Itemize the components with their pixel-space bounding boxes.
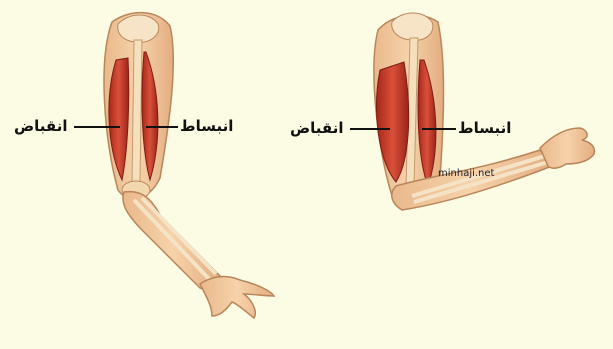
extended-humerus <box>132 40 142 185</box>
flexed-hand <box>540 128 594 168</box>
extended-shoulder-bone <box>118 15 159 42</box>
extended-hand <box>200 277 274 318</box>
right-contraction-label: انقباض <box>290 119 344 137</box>
watermark-text: minhaji.net <box>438 168 494 180</box>
right-relaxation-leader-line <box>422 128 456 130</box>
left-relaxation-label: انبساط <box>180 117 233 135</box>
left-contraction-leader-line <box>74 126 120 128</box>
left-relaxation-leader-line <box>146 126 178 128</box>
right-contraction-leader-line <box>350 128 390 130</box>
flexed-arm <box>374 13 594 210</box>
left-contraction-label: انقباض <box>14 117 68 135</box>
right-relaxation-label: انبساط <box>458 119 511 137</box>
flexed-biceps <box>377 62 409 182</box>
flexed-shoulder-bone <box>392 13 433 40</box>
extended-arm <box>104 13 274 318</box>
